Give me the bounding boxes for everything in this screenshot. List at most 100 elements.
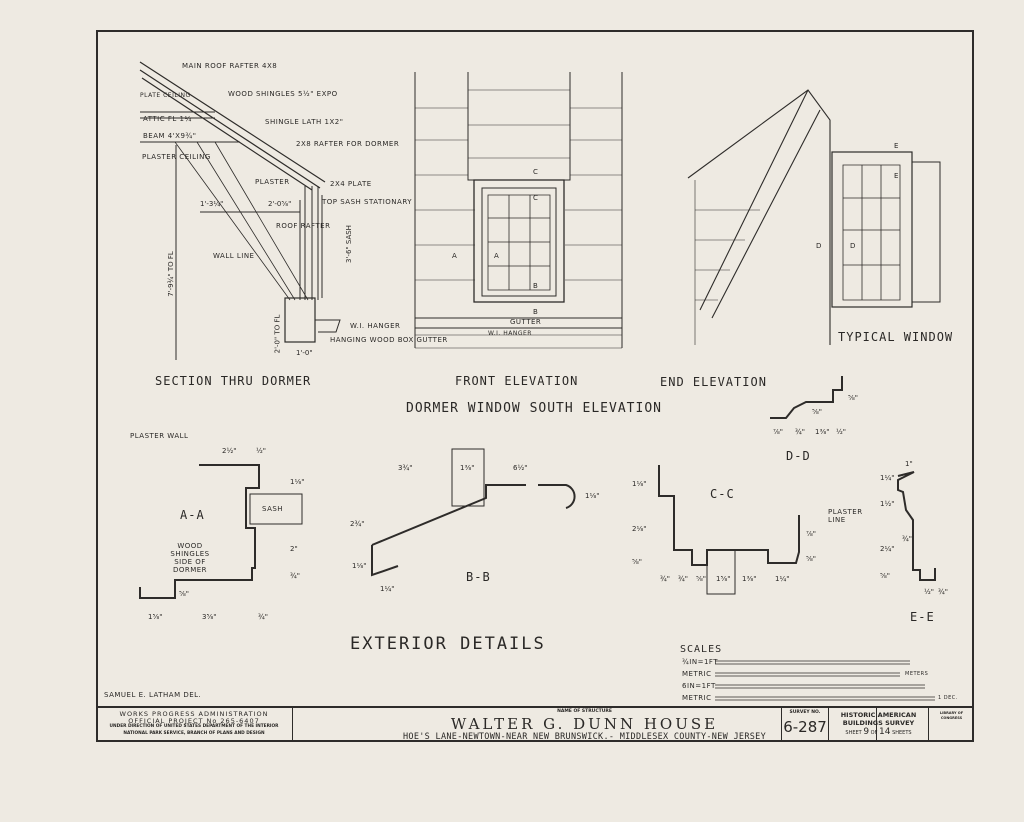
dim: 2'-0⅝" bbox=[268, 200, 292, 208]
sheet-prefix: SHEET bbox=[845, 730, 862, 736]
dim: ⅝" bbox=[179, 590, 190, 598]
scale-bars bbox=[715, 660, 935, 701]
label-beam: BEAM 4'x9¾" bbox=[143, 132, 197, 140]
dim: ⅝" bbox=[632, 558, 643, 566]
section-mark-e: E bbox=[894, 142, 899, 150]
dim: 2" bbox=[290, 545, 298, 553]
dim: 2⅛" bbox=[632, 525, 647, 533]
sheet-suffix: SHEETS bbox=[892, 730, 912, 736]
section-dormer-title: SECTION THRU DORMER bbox=[155, 374, 312, 388]
scale-row-label: METRIC bbox=[682, 694, 712, 702]
scale-row-label: METRIC bbox=[682, 670, 712, 678]
label-wi-hanger: W.I. HANGER bbox=[350, 322, 401, 330]
dim: 6½" bbox=[513, 464, 528, 472]
dim: 1⅛" bbox=[352, 562, 367, 570]
dim: 1¼" bbox=[380, 585, 395, 593]
sheet-total: 14 bbox=[879, 727, 891, 737]
label-attic-floor: ATTIC FL 1¼ bbox=[143, 115, 192, 123]
survey-cell: SURVEY NO. 6-287 bbox=[781, 708, 829, 742]
title-block: WORKS PROGRESS ADMINISTRATION OFFICIAL P… bbox=[96, 706, 974, 742]
end-elevation-title: END ELEVATION bbox=[660, 375, 767, 389]
scale-row-label: ¾IN=1FT bbox=[682, 658, 719, 666]
habs-line: BUILDINGS SURVEY bbox=[842, 719, 915, 727]
survey-label: SURVEY NO. bbox=[789, 710, 821, 715]
dim: ⅝" bbox=[848, 394, 859, 402]
agency-line: WORKS PROGRESS ADMINISTRATION bbox=[119, 710, 269, 718]
library-stamp-cell: LIBRARY OF CONGRESS bbox=[929, 708, 974, 742]
section-dormer-drawing bbox=[139, 61, 341, 360]
label-sash: SASH bbox=[262, 505, 284, 513]
section-mark-b: B bbox=[533, 282, 539, 290]
label-plaster-line: PLASTER LINE bbox=[828, 508, 863, 524]
label-hanging-gutter: HANGING WOOD BOX GUTTER bbox=[330, 336, 448, 344]
agency-line: NATIONAL PARK SERVICE, BRANCH OF PLANS A… bbox=[123, 730, 265, 736]
dim: 1⅜" bbox=[815, 428, 830, 436]
typical-window-drawing bbox=[831, 151, 941, 308]
dim: ½" bbox=[924, 588, 935, 596]
dim: ⅝" bbox=[812, 408, 823, 416]
label-main-roof-rafter: MAIN ROOF RAFTER 4x8 bbox=[182, 62, 278, 70]
dim: ¾" bbox=[258, 613, 269, 621]
section-mark-e: E bbox=[894, 172, 899, 180]
dim: ⅝" bbox=[806, 555, 817, 563]
scales-title: SCALES bbox=[680, 644, 723, 655]
label-rafter-for-dormer: 2x8 RAFTER FOR DORMER bbox=[296, 140, 400, 148]
scale-row-label: 6IN=1FT bbox=[682, 682, 716, 690]
dim: ¾" bbox=[678, 575, 689, 583]
dim: 2¼" bbox=[880, 545, 895, 553]
dim: ⅝" bbox=[696, 575, 707, 583]
agency-line: OFFICIAL PROJECT No 265-6407 bbox=[128, 716, 260, 725]
aa-detail-drawing bbox=[139, 464, 303, 599]
survey-number: 6-287 bbox=[783, 717, 827, 736]
dim: 1⅛" bbox=[290, 478, 305, 486]
dim: 1" bbox=[905, 460, 913, 468]
sheet-of: OF bbox=[870, 730, 878, 736]
dim: 2¾" bbox=[350, 520, 365, 528]
label-wood-shingles: WOOD SHINGLES 5½" EXPO bbox=[228, 90, 338, 98]
end-elevation-drawing bbox=[687, 89, 831, 345]
bb-detail-drawing bbox=[371, 448, 576, 577]
sheet-count: SHEET 9 OF 14 SHEETS bbox=[829, 727, 928, 738]
dim: 3⅝" bbox=[202, 613, 217, 621]
section-mark-d: D bbox=[850, 242, 856, 250]
typical-window-title: TYPICAL WINDOW bbox=[838, 330, 954, 344]
delineator-credit: SAMUEL E. LATHAM DEL. bbox=[104, 691, 202, 699]
library-stamp: LIBRARY OF CONGRESS bbox=[939, 711, 964, 720]
dim: 7'-9¾" TO FL bbox=[166, 251, 175, 297]
label-2x4-plate: 2x4 PLATE bbox=[330, 180, 372, 188]
scale-unit-dec: 1 DEC. bbox=[938, 695, 958, 701]
cc-detail-drawing bbox=[658, 465, 800, 595]
dim: 1⅝" bbox=[148, 613, 163, 621]
scale-unit-meters: METERS bbox=[905, 671, 929, 677]
section-mark-b: B bbox=[533, 308, 539, 316]
front-elevation-drawing bbox=[414, 72, 623, 349]
section-mark-c: C bbox=[533, 194, 539, 202]
name-of-structure-label: NAME OF STRUCTURE bbox=[557, 709, 612, 714]
dim: 1⅜" bbox=[460, 464, 475, 472]
dim: ¾" bbox=[795, 428, 806, 436]
label-top-sash: TOP SASH STATIONARY bbox=[322, 198, 413, 206]
section-mark-a: A bbox=[494, 252, 500, 260]
label-wood-shingles: WOOD SHINGLES SIDE OF DORMER bbox=[170, 542, 210, 574]
dim: 1⅛" bbox=[632, 480, 647, 488]
agency-line: UNDER DIRECTION OF UNITED STATES DEPARTM… bbox=[109, 724, 279, 729]
dim: 3¾" bbox=[398, 464, 413, 472]
dormer-group-title: DORMER WINDOW SOUTH ELEVATION bbox=[406, 401, 662, 416]
bb-detail-title: B-B bbox=[466, 570, 491, 584]
structure-cell: NAME OF STRUCTURE WALTER G. DUNN HOUSE H… bbox=[293, 708, 877, 742]
section-mark-d: D bbox=[816, 242, 822, 250]
structure-name: WALTER G. DUNN HOUSE bbox=[450, 714, 719, 733]
aa-detail-title: A-A bbox=[180, 508, 205, 522]
dim: 1¼" bbox=[880, 474, 895, 482]
label-shingle-lath: SHINGLE LATH 1x2" bbox=[265, 118, 344, 126]
dim: ⅞" bbox=[806, 530, 817, 538]
label-wall-line: WALL LINE bbox=[213, 252, 255, 260]
drawing-border bbox=[96, 30, 974, 742]
section-mark-c: C bbox=[533, 168, 539, 176]
label-wi-hanger: W.I. HANGER bbox=[488, 330, 532, 337]
dim: 2'-0" TO FL bbox=[273, 314, 282, 354]
dim: ½" bbox=[836, 428, 847, 436]
dim: 1'-3¼" bbox=[200, 200, 224, 208]
dim: ⅝" bbox=[880, 572, 891, 580]
